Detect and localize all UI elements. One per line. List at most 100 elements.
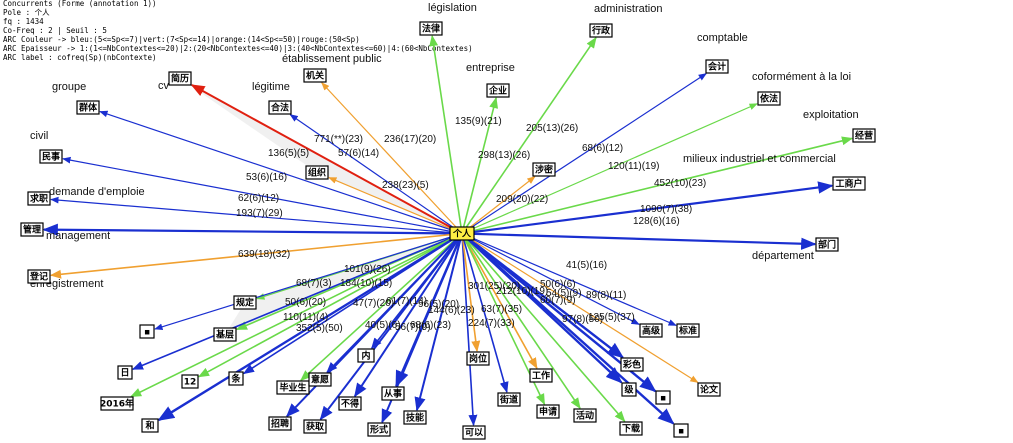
node-dot1[interactable]: ▪: [139, 324, 155, 339]
node-ri[interactable]: 日: [117, 365, 133, 380]
node-qi-label: 级: [623, 384, 634, 396]
translation-departement: département: [752, 250, 814, 262]
node-bude[interactable]: 不得: [338, 396, 362, 411]
node-falv[interactable]: 法律: [419, 21, 443, 36]
node-guanli-label: 管理: [23, 224, 41, 236]
node-laokao-label: 涉密: [535, 164, 553, 176]
edge-jianli: [190, 84, 463, 235]
edge-yifa: [461, 103, 758, 235]
node-caise-box: [620, 357, 644, 372]
edge-label-yiyuan: 61(7)(14): [386, 296, 427, 307]
edge-label-jingying: 209(20)(22): [496, 194, 548, 205]
node-keyi[interactable]: 可以: [462, 425, 486, 440]
edge-gaoji: [461, 232, 640, 325]
node-qiye[interactable]: 企业: [486, 83, 510, 98]
node-jiguan[interactable]: 机关: [303, 68, 327, 83]
node-jingying[interactable]: 经营: [852, 128, 876, 143]
node-xingshi[interactable]: 形式: [367, 422, 391, 437]
node-laokao[interactable]: 涉密: [532, 162, 556, 177]
node-dot2[interactable]: ▪: [655, 390, 671, 405]
edge-label-jiguan: 771(**)(23): [314, 134, 363, 145]
edge-bumen: [461, 232, 817, 250]
node-jineng-box: [403, 410, 427, 425]
node-y2016[interactable]: 2016年: [100, 396, 134, 411]
translation-administration: administration: [594, 3, 662, 15]
edge-xingzheng: [461, 36, 597, 234]
edge-qiye: [461, 96, 499, 234]
edge-label-guanli: 193(7)(29): [236, 208, 283, 219]
node-yiyuan[interactable]: 意愿: [308, 372, 332, 387]
node-bumen[interactable]: 部门: [815, 237, 839, 252]
node-gongzuo[interactable]: 工作: [529, 368, 553, 383]
node-nei[interactable]: 内: [357, 348, 375, 363]
pole-node[interactable]: 个人: [449, 226, 475, 241]
node-gangwei[interactable]: 岗位: [466, 351, 490, 366]
node-tiao[interactable]: 条: [228, 371, 244, 386]
node-n12[interactable]: 12: [181, 374, 199, 389]
node-xiazai[interactable]: 下载: [619, 421, 643, 436]
node-gangwei-label: 岗位: [469, 353, 487, 365]
node-caise-label: 彩色: [622, 359, 641, 371]
node-kuaiji[interactable]: 会计: [705, 59, 729, 74]
node-lunwen[interactable]: 论文: [697, 382, 721, 397]
node-dengji[interactable]: 登记: [27, 269, 51, 284]
node-zuzhi[interactable]: 组织: [305, 165, 329, 180]
node-guiding[interactable]: 规定: [233, 295, 257, 310]
node-jianli[interactable]: 简历: [168, 71, 192, 86]
node-jiedao-label: 街道: [499, 394, 518, 406]
node-bumen-label: 部门: [818, 239, 836, 251]
node-minshi[interactable]: 民事: [39, 149, 63, 164]
edge-label-jiceng: 184(10)(15): [340, 278, 392, 289]
node-guanli-box: [20, 222, 44, 237]
node-shenqing[interactable]: 申请: [536, 404, 560, 419]
edge-label-ri: 50(6)(20): [285, 297, 326, 308]
edge-label-qunti: 136(5)(5): [268, 148, 309, 159]
node-ri-box: [117, 365, 133, 380]
node-jiceng[interactable]: 基层: [213, 327, 237, 342]
translation-milieux: milieux industriel et commercial: [683, 153, 836, 165]
node-he-box: [141, 418, 159, 433]
node-gongshanghu[interactable]: 工商户: [832, 176, 866, 191]
node-guiding-label: 规定: [236, 297, 255, 309]
node-guanli[interactable]: 管理: [20, 222, 44, 237]
node-qi[interactable]: 级: [621, 382, 637, 397]
node-jiguan-box: [303, 68, 327, 83]
node-congshi[interactable]: 从事: [381, 386, 405, 401]
node-xingzheng[interactable]: 行政: [589, 23, 613, 38]
node-biyesheng[interactable]: 毕业生: [276, 380, 310, 395]
node-caise[interactable]: 彩色: [620, 357, 644, 372]
node-lunwen-box: [697, 382, 721, 397]
edge-gangwei: [461, 233, 481, 353]
node-yifa[interactable]: 依法: [757, 91, 781, 106]
node-he[interactable]: 和: [141, 418, 159, 433]
node-huoqu[interactable]: 获取: [303, 419, 327, 434]
node-hefa[interactable]: 合法: [268, 100, 292, 115]
node-qiuzhi[interactable]: 求职: [27, 191, 51, 206]
node-zhaopin[interactable]: 招聘: [268, 416, 292, 431]
node-biyesheng-label: 毕业生: [279, 382, 306, 394]
node-biaozhun[interactable]: 标准: [676, 323, 700, 338]
edge-label-dengji: 639(18)(32): [238, 249, 290, 260]
header-line-4: ARC Couleur -> bleu:(5<=Sp<=7)|vert:(7<S…: [3, 35, 360, 44]
edge-jiguan: [321, 82, 463, 234]
node-jineng[interactable]: 技能: [403, 410, 427, 425]
edge-label-laokao: 298(13)(26): [478, 150, 530, 161]
node-gaoji[interactable]: 高级: [639, 323, 663, 338]
node-biyesheng-box: [276, 380, 310, 395]
node-dot3[interactable]: ▪: [673, 423, 689, 438]
node-kuaiji-label: 会计: [708, 61, 726, 73]
node-huodong-label: 活动: [576, 410, 594, 422]
node-qunti[interactable]: 群体: [76, 100, 100, 115]
edge-nei: [371, 233, 463, 350]
node-hefa-label: 合法: [271, 102, 289, 114]
node-jingying-label: 经营: [855, 130, 873, 142]
node-jiedao[interactable]: 街道: [497, 392, 521, 407]
edge-qunti: [99, 110, 463, 235]
node-huodong[interactable]: 活动: [573, 408, 597, 423]
edge-label-gaoji: 128(6)(16): [633, 216, 680, 227]
node-bumen-box: [815, 237, 839, 252]
graph-legend-header: Concurrents (Forme (annotation 1)) Pole …: [3, 0, 473, 62]
node-xingshi-box: [367, 422, 391, 437]
node-shenqing-label: 申请: [539, 406, 557, 418]
node-jianli-box: [168, 71, 192, 86]
